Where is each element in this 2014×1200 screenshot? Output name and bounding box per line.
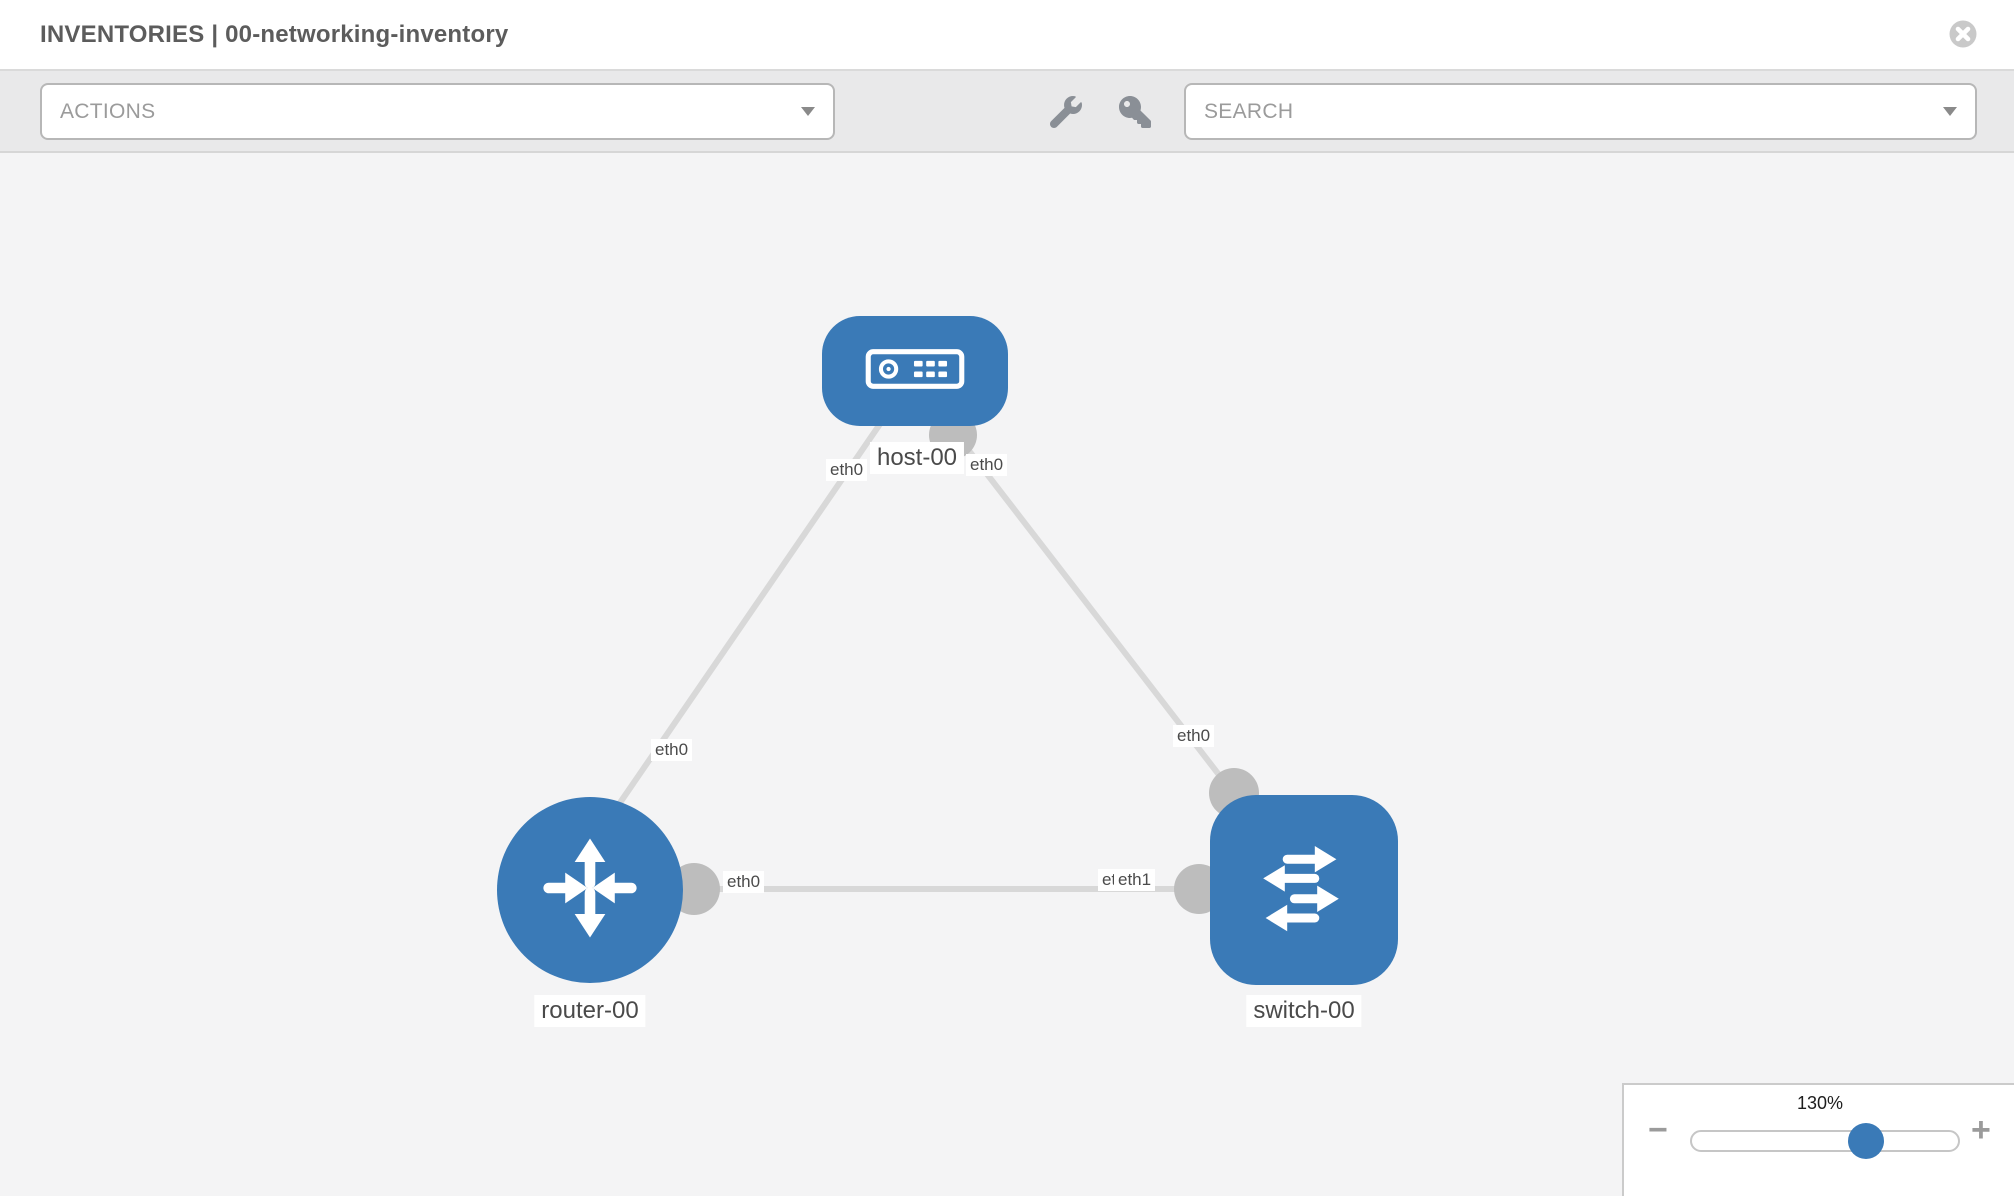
- router-icon: [531, 829, 649, 952]
- toolbar: ACTIONS SEARCH: [0, 71, 2014, 153]
- header: INVENTORIES | 00-networking-inventory: [0, 0, 2014, 71]
- close-button[interactable]: [1948, 19, 1978, 49]
- key-button[interactable]: [1117, 96, 1153, 130]
- interface-label-switch-eth1: eth1: [1114, 869, 1156, 891]
- zoom-out-button[interactable]: −: [1648, 1111, 1668, 1149]
- zoom-slider-track[interactable]: [1690, 1123, 1960, 1159]
- page-title: INVENTORIES | 00-networking-inventory: [40, 20, 509, 48]
- zoom-control-panel: 130% − +: [1622, 1083, 2014, 1196]
- close-icon: [1948, 20, 1978, 52]
- host-icon: [854, 338, 976, 405]
- interface-label-host-eth0-right: eth0: [966, 454, 1008, 476]
- node-switch-00[interactable]: [1210, 795, 1398, 985]
- topology-edges-layer: [612, 411, 1259, 915]
- interface-label-router-eth0-uplink: eth0: [651, 739, 693, 761]
- zoom-level-value: 130%: [1796, 1093, 1844, 1113]
- zoom-slider-handle[interactable]: [1848, 1123, 1884, 1159]
- node-router-00[interactable]: [497, 797, 683, 983]
- node-label-router-00: router-00: [534, 995, 646, 1027]
- node-label-switch-00: switch-00: [1246, 995, 1362, 1027]
- node-host-00[interactable]: [822, 316, 1008, 426]
- interface-label-switch-eth0: eth0: [1173, 725, 1215, 747]
- zoom-in-button[interactable]: +: [1971, 1111, 1991, 1149]
- interface-label-router-eth0: eth0: [723, 871, 765, 893]
- actions-dropdown[interactable]: ACTIONS: [40, 83, 835, 140]
- wrench-button[interactable]: [1048, 96, 1084, 130]
- chevron-down-icon: [1943, 107, 1957, 116]
- search-dropdown[interactable]: SEARCH: [1184, 83, 1977, 140]
- chevron-down-icon: [801, 107, 815, 116]
- node-label-host-00: host-00: [869, 442, 965, 474]
- search-dropdown-label: SEARCH: [1204, 99, 1294, 123]
- wrench-icon: [1049, 96, 1082, 131]
- topology-canvas[interactable]: host-00 router-00 switch-00 eth0 eth0 et…: [0, 153, 2014, 1196]
- switch-icon: [1244, 827, 1364, 954]
- interface-label-host-eth0-left: eth0: [826, 459, 868, 481]
- actions-dropdown-label: ACTIONS: [60, 99, 156, 123]
- key-icon: [1119, 96, 1151, 131]
